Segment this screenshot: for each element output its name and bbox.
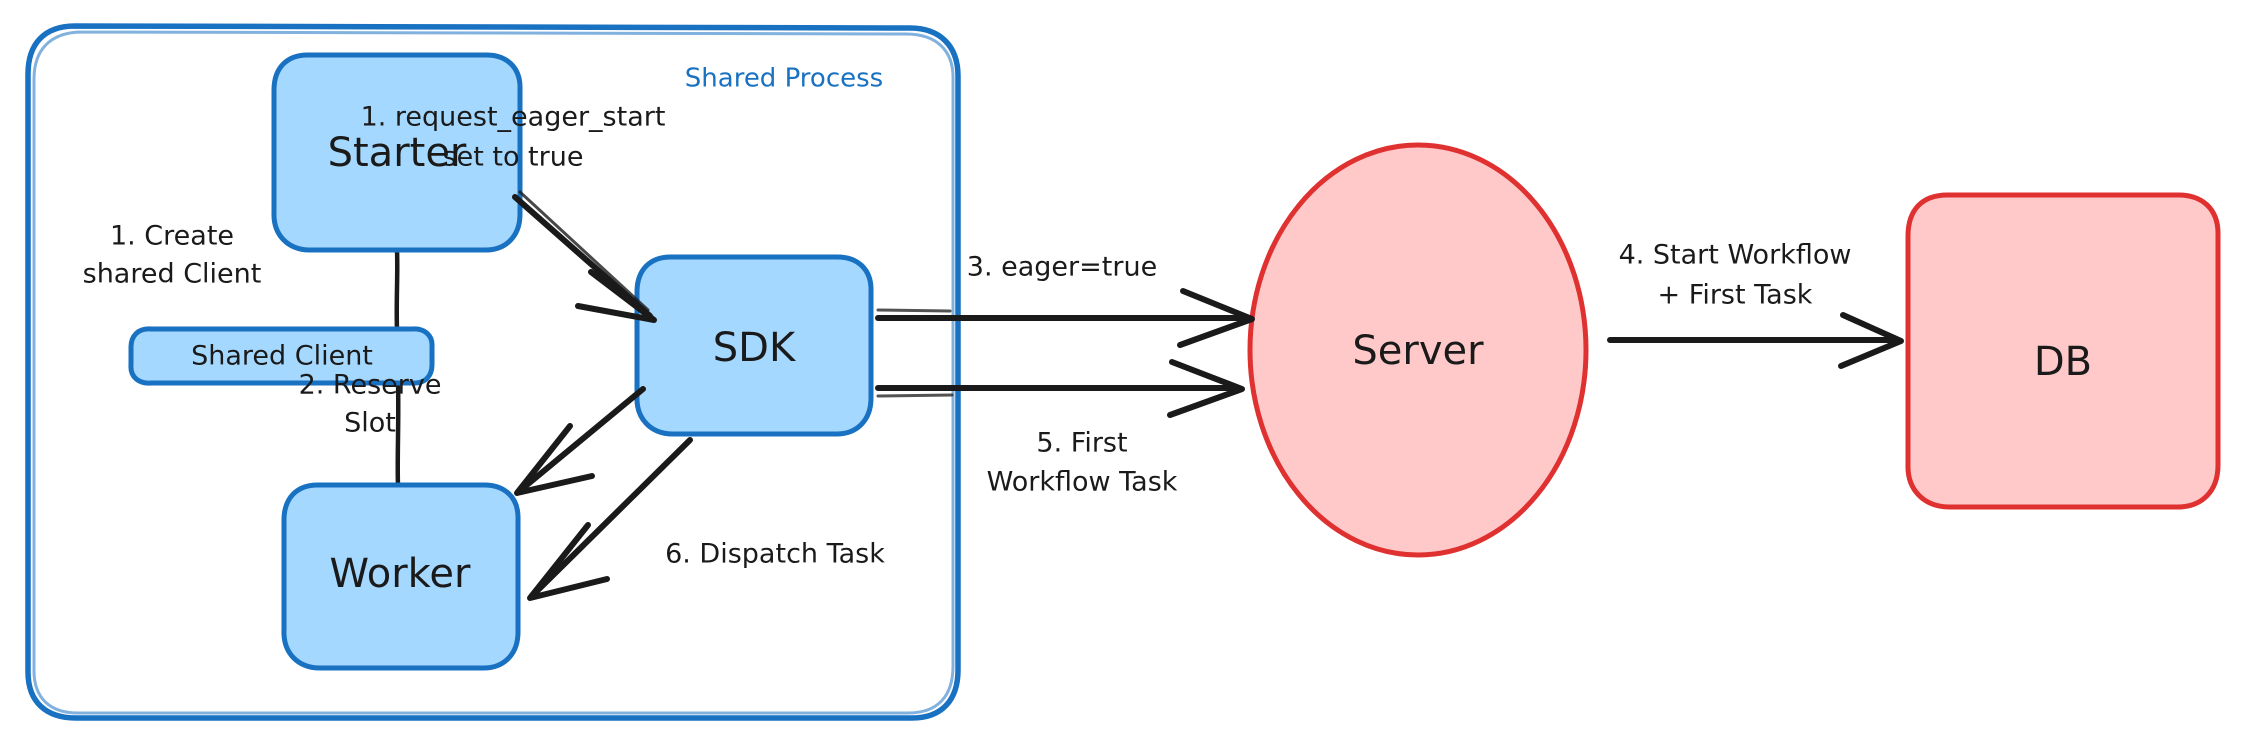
- node-label-sdk: SDK: [713, 325, 797, 371]
- node-label-starter: Starter: [328, 130, 467, 176]
- node-label-server: Server: [1352, 328, 1484, 374]
- edge-dispatch-task[interactable]: 6. Dispatch Task: [527, 437, 885, 601]
- edge-label-first-workflow-task-line1: 5. First: [1036, 428, 1127, 459]
- arrowhead-eager-true: [1177, 288, 1255, 348]
- node-sdk[interactable]: SDK: [634, 254, 874, 437]
- edge-line-eager-true-secondary: [876, 308, 952, 313]
- edge-first-workflow-task[interactable]: 5. First Workflow Task: [875, 359, 1245, 498]
- node-starter-shape: [271, 52, 523, 253]
- node-label-shared-client: Shared Client: [191, 341, 373, 372]
- node-server-shape: [1247, 142, 1589, 558]
- edge-label-reserve-slot-line2: Slot: [344, 408, 396, 439]
- edge-line-first-workflow-task-secondary: [876, 393, 954, 398]
- arrowhead-reserve-slot: [514, 423, 595, 496]
- node-label-worker: Worker: [330, 551, 471, 597]
- edge-label-first-workflow-task-line2: Workflow Task: [987, 467, 1178, 498]
- edge-label-start-workflow-line2: + First Task: [1658, 280, 1813, 311]
- node-server[interactable]: Server: [1247, 142, 1589, 558]
- edge-label-request-eager-start-line2: set to true: [443, 142, 584, 173]
- node-label-db: DB: [2034, 339, 2092, 385]
- arrowhead-dispatch-task: [527, 522, 610, 601]
- node-db-shape: [1905, 192, 2221, 510]
- arrowhead-request-eager-start: [575, 269, 657, 323]
- node-db[interactable]: DB: [1905, 192, 2221, 510]
- group-shared-process[interactable]: Shared Process: [25, 23, 961, 721]
- arrowhead-first-workflow-task: [1167, 359, 1245, 418]
- node-worker-shape: [281, 482, 521, 671]
- shared-process-outline: [25, 23, 961, 721]
- node-sdk-shape: [634, 254, 874, 437]
- shared-process-outline-secondary: [32, 30, 955, 715]
- node-worker[interactable]: Worker: [281, 482, 521, 671]
- edge-eager-true[interactable]: 3. eager=true: [875, 252, 1255, 348]
- node-starter[interactable]: Starter: [271, 52, 523, 253]
- edge-label-request-eager-start-line1: 1. request_eager_start: [361, 102, 666, 133]
- node-shared-client-shape: [128, 326, 435, 386]
- edge-label-start-workflow-line1: 4. Start Workflow: [1619, 240, 1852, 271]
- edge-line-request-eager-start-secondary: [518, 190, 650, 312]
- group-label-shared-process: Shared Process: [685, 64, 883, 94]
- edge-start-workflow[interactable]: 4. Start Workflow + First Task: [1607, 240, 1904, 369]
- connector-sharedclient-worker: [395, 379, 401, 489]
- node-shared-client[interactable]: Shared Client: [128, 326, 435, 386]
- edge-request-eager-start[interactable]: 1. request_eager_start set to true: [361, 102, 666, 323]
- edge-line-dispatch-task: [532, 437, 693, 596]
- edge-line-reserve-slot: [519, 386, 646, 492]
- connector-starter-sharedclient: [394, 247, 400, 333]
- arrowhead-start-workflow: [1838, 312, 1904, 369]
- edge-reserve-slot[interactable]: 2. Reserve Slot: [299, 370, 646, 496]
- edge-create-shared-client[interactable]: 1. Create shared Client: [83, 221, 401, 489]
- edge-label-create-shared-client-line2: shared Client: [83, 259, 262, 290]
- edge-label-create-shared-client-line1: 1. Create: [110, 221, 234, 252]
- edge-label-eager-true-line1: 3. eager=true: [967, 252, 1157, 283]
- edge-label-reserve-slot-line1: 2. Reserve: [299, 370, 442, 401]
- edge-label-dispatch-task-line1: 6. Dispatch Task: [665, 539, 885, 570]
